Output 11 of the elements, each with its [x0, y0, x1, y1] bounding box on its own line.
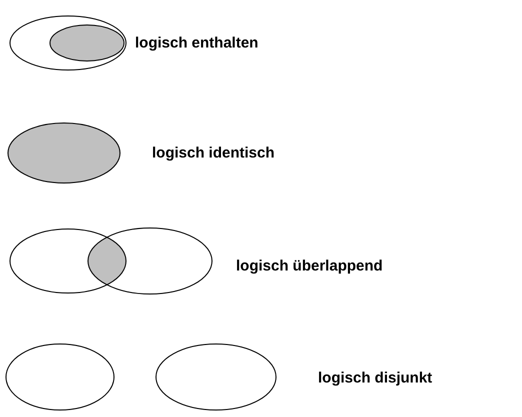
ellipse [6, 344, 114, 410]
diagram-label: logisch disjunkt [318, 370, 432, 386]
ellipse [156, 344, 276, 410]
diagram-label: logisch identisch [152, 144, 275, 162]
ellipse [50, 24, 124, 62]
ellipse [8, 122, 120, 184]
ellipse [88, 228, 212, 294]
ellipse [10, 16, 126, 70]
ellipse [10, 228, 126, 294]
diagram-label: logisch überlappend [236, 258, 383, 274]
diagram-label: logisch enthalten [135, 34, 258, 52]
